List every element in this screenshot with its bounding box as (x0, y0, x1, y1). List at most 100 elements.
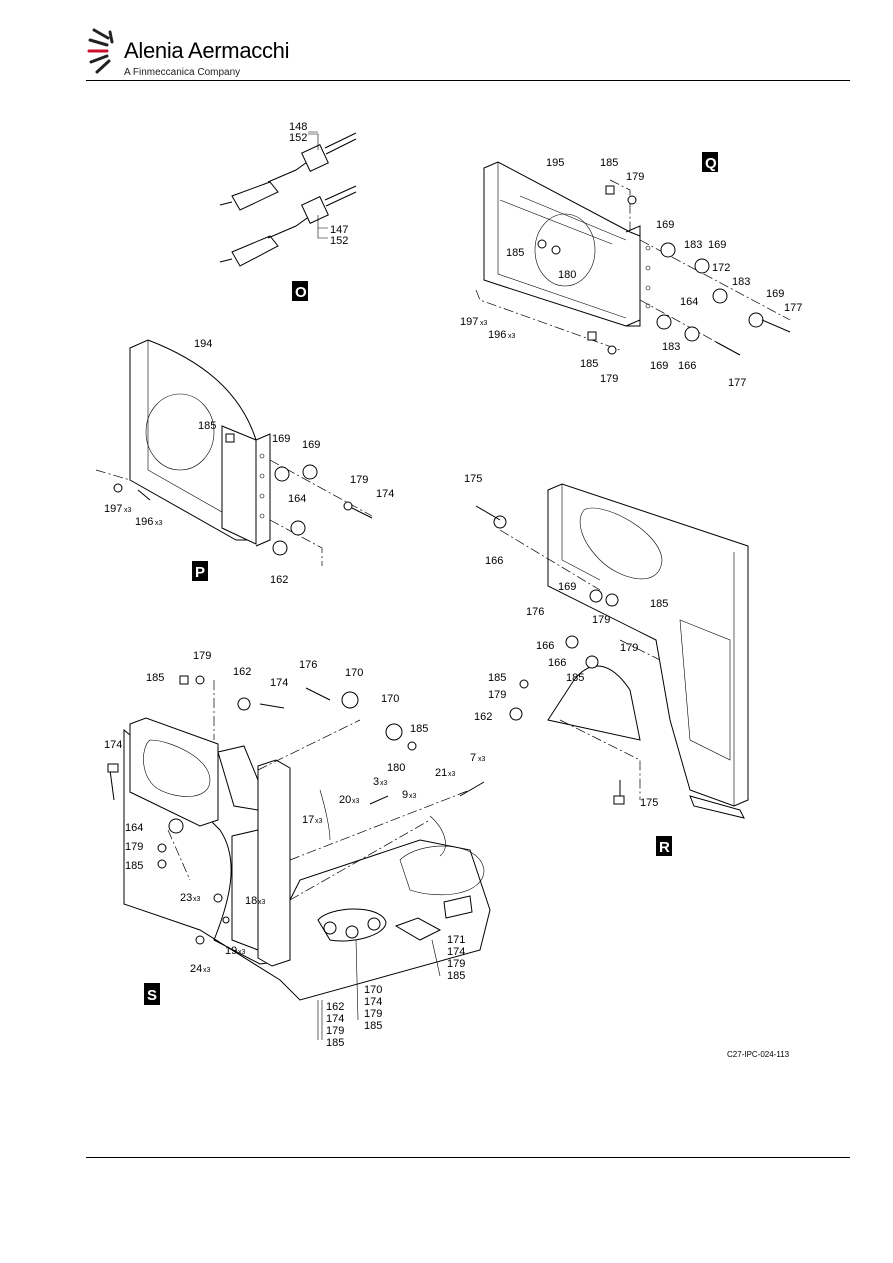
callout: 174 (447, 946, 465, 958)
callout: 185 (600, 157, 618, 169)
quantity-mark: x3 (124, 507, 132, 514)
company-logo (86, 24, 286, 80)
view-O-badge: O (292, 281, 308, 301)
callout: 175 (464, 473, 482, 485)
callout: 179 (626, 171, 644, 183)
view-R-drawing (475, 483, 749, 819)
callout: 185 (580, 358, 598, 370)
view-letter: R (659, 839, 670, 856)
callout: 183 (732, 276, 750, 288)
view-P-callouts: 194 185 169 169 179 174 164 197 x3 196 x… (104, 338, 394, 586)
callout: 179 (592, 614, 610, 626)
callout: 152 (289, 132, 307, 144)
callout: 185 (650, 598, 668, 610)
callout: 177 (728, 377, 746, 389)
callout: 174 (104, 739, 122, 751)
callout: 197 (104, 503, 122, 515)
callout: 179 (620, 642, 638, 654)
callout: 185 (146, 672, 164, 684)
callout: 164 (680, 296, 698, 308)
callout: 169 (272, 433, 290, 445)
view-P-drawing (95, 339, 373, 566)
view-S-badge: S (144, 983, 160, 1005)
view-R-callouts: 175 166 169 185 176 179 166 179 166 185 … (464, 473, 668, 809)
callout: 179 (364, 1008, 382, 1020)
callout: 185 (488, 672, 506, 684)
callout: 180 (387, 762, 405, 774)
view-Q-callouts: 195 185 179 169 183 169 172 183 169 177 … (460, 157, 802, 389)
view-P-badge: P (192, 561, 208, 581)
callout: 174 (364, 996, 382, 1008)
callout: 166 (548, 657, 566, 669)
quantity-mark: x3 (352, 798, 360, 805)
callout: 17 (302, 814, 314, 826)
callout: 20 (339, 794, 351, 806)
callout: 196 (135, 516, 153, 528)
callout: 174 (376, 488, 394, 500)
quantity-mark: x3 (380, 780, 388, 787)
callout: 185 (566, 672, 584, 684)
callout: 152 (330, 235, 348, 247)
callout: 172 (712, 262, 730, 274)
callout: 180 (558, 269, 576, 281)
callout: 185 (447, 970, 465, 982)
callout: 24 (190, 963, 202, 975)
callout: 175 (640, 797, 658, 809)
callout: 164 (288, 493, 306, 505)
callout: 3 (373, 776, 379, 788)
callout: 176 (299, 659, 317, 671)
callout: 179 (488, 689, 506, 701)
logo-swoosh-icon (87, 28, 114, 74)
callout: 166 (485, 555, 503, 567)
view-S-callouts: 179 185 162 174 176 170 170 185 174 180 … (104, 650, 486, 1049)
callout: 19 (225, 945, 237, 957)
view-O-drawing (219, 131, 357, 267)
view-letter: S (147, 987, 157, 1004)
view-R-badge: R (656, 836, 672, 856)
callout: 185 (410, 723, 428, 735)
callout: 183 (684, 239, 702, 251)
callout: 185 (506, 247, 524, 259)
view-Q-badge: Q (702, 152, 718, 172)
callout: 23 (180, 892, 192, 904)
callout: 195 (546, 157, 564, 169)
callout: 179 (125, 841, 143, 853)
callout: 162 (326, 1001, 344, 1013)
quantity-mark: x3 (258, 899, 266, 906)
callout: 185 (125, 860, 143, 872)
quantity-mark: x3 (478, 756, 486, 763)
callout: 169 (558, 581, 576, 593)
callout: 185 (364, 1020, 382, 1032)
callout: 169 (656, 219, 674, 231)
callout: 179 (350, 474, 368, 486)
quantity-mark: x3 (238, 949, 246, 956)
callout: 9 (402, 789, 408, 801)
callout: 174 (326, 1013, 344, 1025)
quantity-mark: x3 (203, 967, 211, 974)
callout: 166 (536, 640, 554, 652)
view-O-callouts: 148 152 147 152 (289, 121, 348, 247)
callout: 162 (474, 711, 492, 723)
callout: 169 (650, 360, 668, 372)
callout: 196 (488, 329, 506, 341)
callout: 169 (302, 439, 320, 451)
callout: 183 (662, 341, 680, 353)
callout: 147 (330, 224, 348, 236)
callout: 170 (381, 693, 399, 705)
callout: 185 (198, 420, 216, 432)
callout: 185 (326, 1037, 344, 1049)
brand-name: Alenia Aermacchi (124, 38, 290, 63)
header-divider (86, 80, 850, 81)
callout: 164 (125, 822, 143, 834)
callout: 169 (766, 288, 784, 300)
callout: 162 (270, 574, 288, 586)
callout: 18 (245, 895, 257, 907)
brand-subtitle: A Finmeccanica Company (124, 67, 241, 78)
view-letter: Q (705, 155, 717, 172)
quantity-mark: x3 (448, 771, 456, 778)
callout: 148 (289, 121, 307, 133)
callout: 162 (233, 666, 251, 678)
callout: 176 (526, 606, 544, 618)
callout: 179 (600, 373, 618, 385)
